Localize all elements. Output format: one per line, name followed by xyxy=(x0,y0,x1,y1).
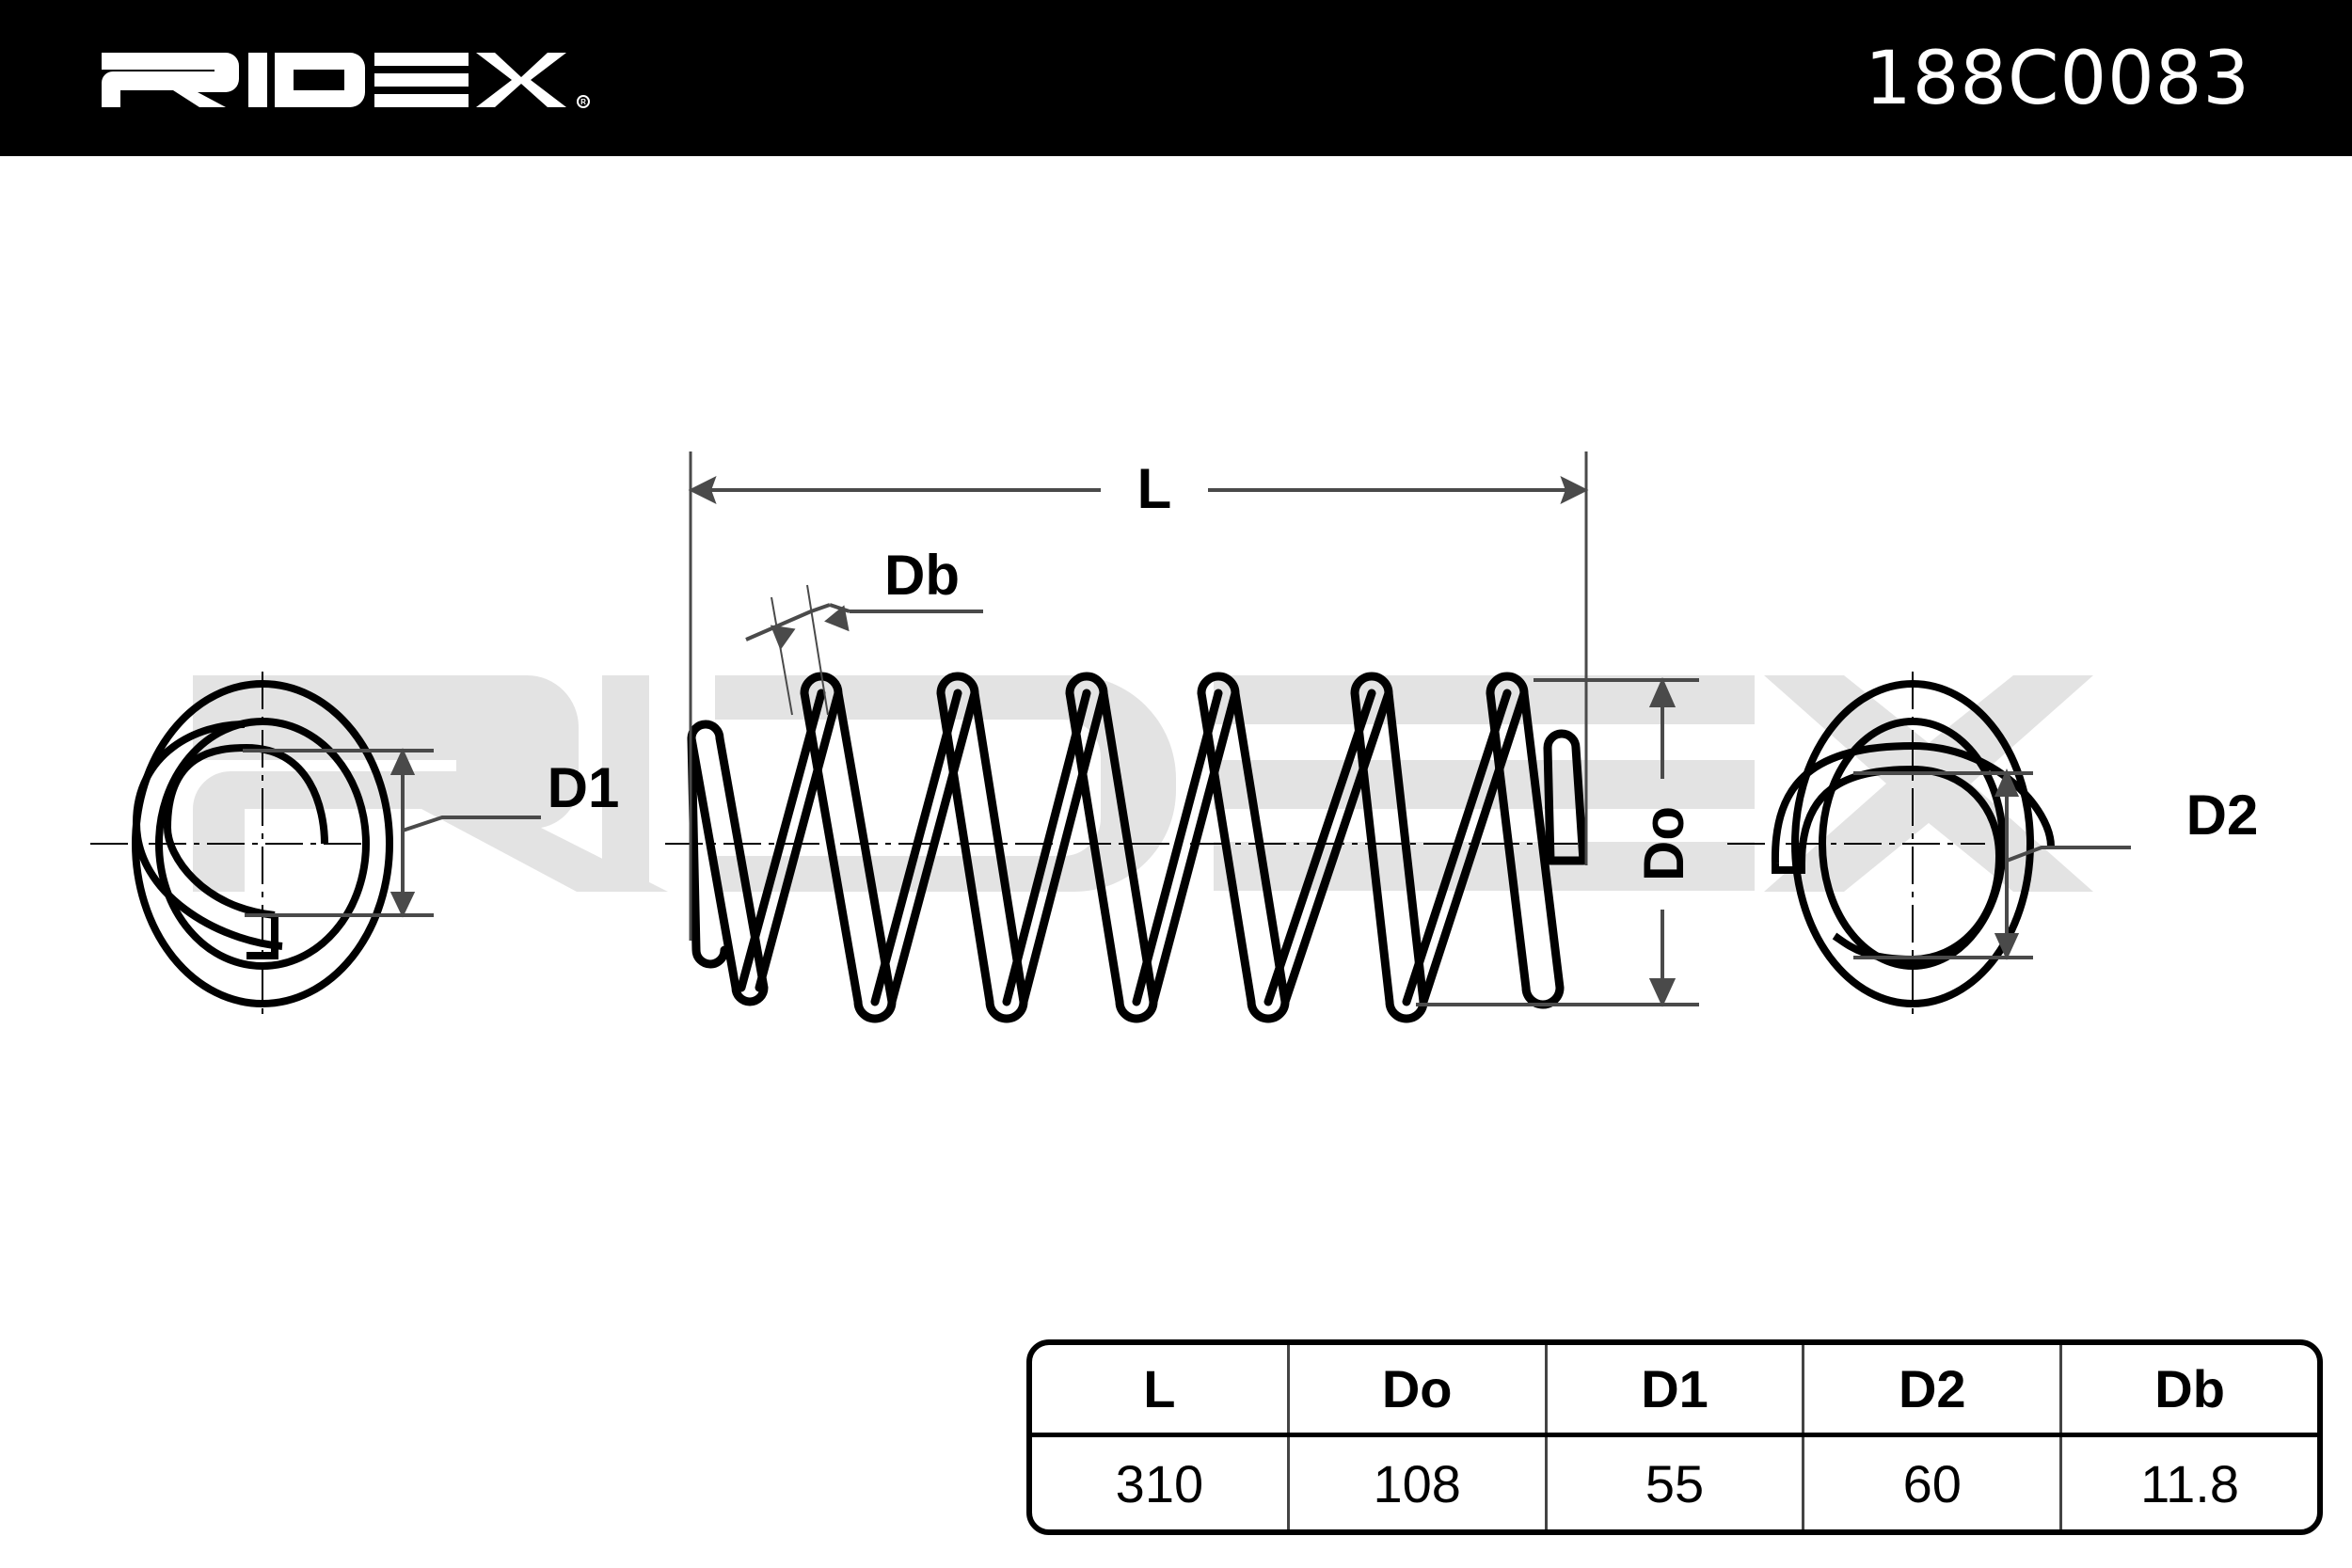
spec-table-header-row: L Do D1 D2 Db xyxy=(1032,1345,2317,1437)
spec-value-D2: 60 xyxy=(1802,1437,2059,1529)
end-view-right xyxy=(1771,680,2055,1007)
spec-table-value-row: 310 108 55 60 11.8 xyxy=(1032,1437,2317,1529)
dimension-lines xyxy=(243,451,2131,1007)
spec-header-D2: D2 xyxy=(1802,1345,2059,1433)
spec-header-D1: D1 xyxy=(1544,1345,1803,1433)
spec-header-L: L xyxy=(1143,1359,1176,1418)
spec-value-Db: 11.8 xyxy=(2059,1437,2317,1529)
svg-text:R: R xyxy=(580,98,586,106)
spring-side-view xyxy=(687,672,1588,1023)
label-Do: Do xyxy=(1632,806,1695,881)
spec-header-Db: Db xyxy=(2059,1345,2317,1433)
spec-value-L: 310 xyxy=(1115,1453,1204,1513)
spec-value-Do: 108 xyxy=(1286,1437,1545,1529)
part-number: 188C0083 xyxy=(1865,37,2250,121)
label-Db: Db xyxy=(884,544,960,607)
ridex-logo: R xyxy=(102,53,590,108)
spec-table: L Do D1 D2 Db 310 108 55 60 11.8 xyxy=(1026,1339,2323,1535)
spec-header-Do: Do xyxy=(1286,1345,1545,1433)
spec-value-D1: 55 xyxy=(1544,1437,1803,1529)
label-D2: D2 xyxy=(2186,784,2259,847)
ridex-watermark xyxy=(193,675,2093,892)
label-L: L xyxy=(1137,457,1172,520)
label-D1: D1 xyxy=(548,756,620,819)
end-view-left xyxy=(132,680,393,1007)
header-bar: R 188C0083 xyxy=(0,0,2352,156)
